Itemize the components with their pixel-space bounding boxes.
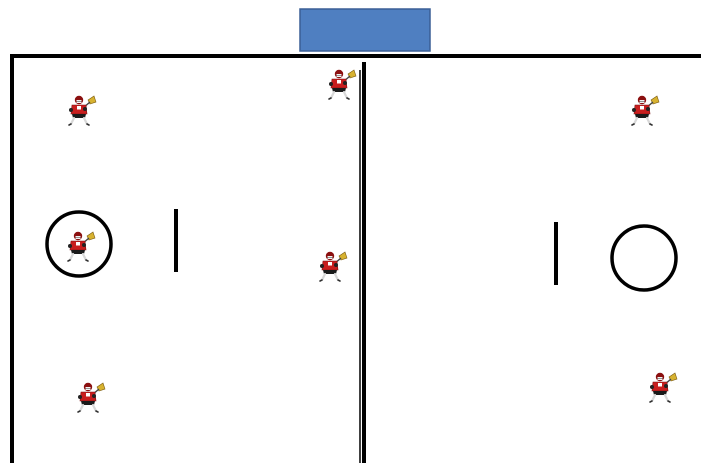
player-left-wing (320, 252, 347, 281)
substitution-box (300, 9, 430, 51)
lacrosse-player-icon (632, 96, 659, 125)
player-right-attack-top (632, 96, 659, 125)
player-left-attack-bottom (78, 383, 105, 412)
player-left-attack-top (69, 96, 96, 125)
lacrosse-player-icon (650, 373, 677, 402)
lacrosse-player-icon (68, 232, 95, 261)
player-left-goalie (68, 232, 95, 261)
lacrosse-player-icon (69, 96, 96, 125)
player-left-midfield-top (329, 70, 356, 99)
lacrosse-player-icon (320, 252, 347, 281)
player-right-attack-bottom (650, 373, 677, 402)
lacrosse-player-icon (78, 383, 105, 412)
lacrosse-player-icon (329, 70, 356, 99)
players-layer (68, 70, 677, 412)
right-goal-crease (612, 226, 676, 290)
